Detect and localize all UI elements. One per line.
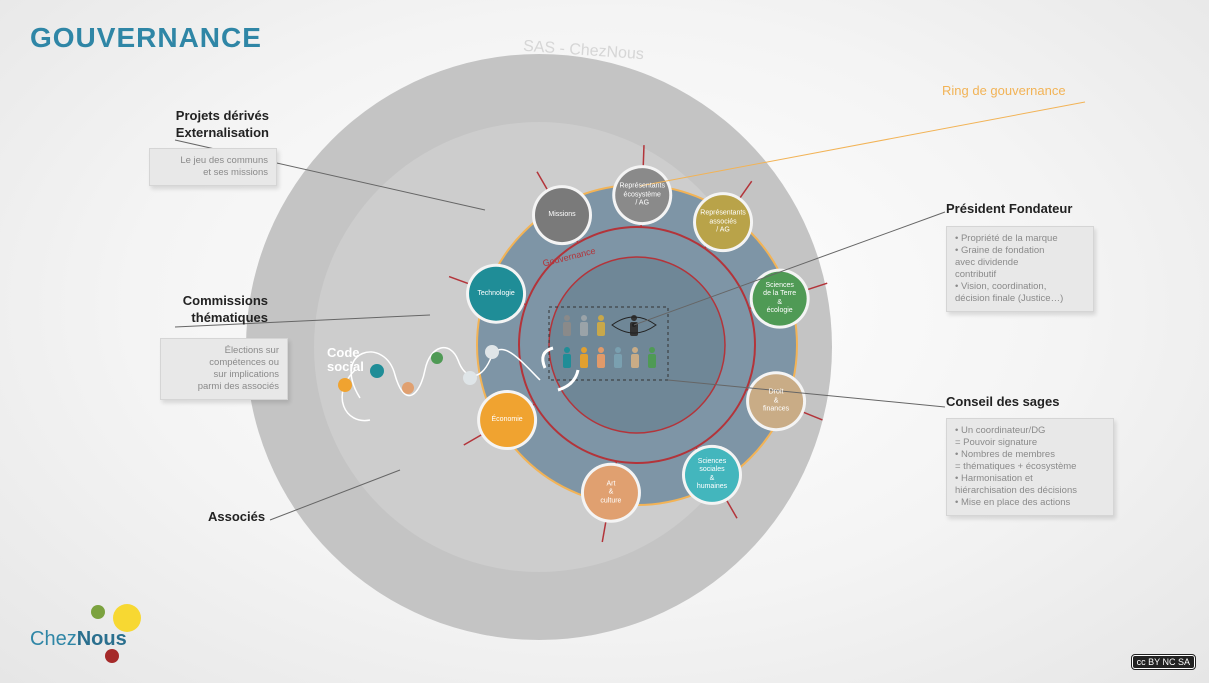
leader-ring [639, 101, 1086, 187]
president-title: Président Fondateur [946, 201, 1073, 216]
logo-text-suffix: Nous [76, 628, 127, 650]
node-droit-finances [749, 374, 804, 429]
node-label-line: Technologie [477, 289, 515, 297]
person-icon [563, 347, 571, 368]
node-missions [535, 188, 589, 243]
president-circle [548, 256, 726, 434]
node-label-line: Sciences [697, 457, 727, 465]
node-representants-associes [696, 195, 751, 250]
conseil-note: • Un coordinateur/DG = Pouvoir signature… [946, 418, 1114, 516]
person-icon [597, 315, 605, 336]
node-label-line: Représentants [619, 182, 665, 190]
code-social-tail [341, 369, 371, 422]
node-economie [480, 393, 535, 447]
projets-title: Projets dérivés Externalisation [175, 108, 269, 140]
person-icon [580, 315, 588, 336]
person-icon [580, 347, 588, 368]
node-representants-ecosysteme [615, 168, 670, 223]
node-label-line: Droit [768, 388, 784, 396]
node-label-line: humaines [696, 483, 728, 491]
code-social-label: Code social [327, 345, 364, 374]
node-label-line: Art [606, 479, 616, 487]
node-label-line: & [777, 298, 782, 306]
leader-commissions [174, 314, 431, 328]
conseil-title: Conseil des sages [946, 394, 1060, 409]
projets-note: Le jeu des communs et ses missions [149, 148, 277, 186]
commissions-title: Commissions thématiques [182, 293, 268, 325]
people-group [563, 315, 656, 368]
cycle-arrow [541, 346, 554, 369]
person-icon [631, 347, 639, 368]
node-technologie [469, 266, 524, 321]
nodes-group [466, 165, 810, 523]
person-icon [614, 347, 622, 368]
person-icon [648, 347, 656, 368]
code-social-icons [338, 345, 499, 394]
leader-associes [269, 469, 401, 521]
commissions-note: Élections sur compétences ou sur implica… [160, 338, 288, 400]
node-label-line: de la Terre [763, 290, 797, 298]
node-label-line: sociales [699, 466, 725, 474]
president-note: • Propriété de la marque • Graine de fon… [946, 226, 1094, 312]
node-label-technologie: Technologie [466, 289, 526, 298]
node-label-line: Représentants [700, 209, 746, 217]
page-title: GOUVERNANCE [30, 22, 262, 53]
logo: ChezNous [30, 600, 150, 670]
node-label-art-culture: Art&culture [581, 480, 641, 506]
node-sciences-terre [752, 271, 807, 326]
node-label-missions: Missions [532, 211, 592, 220]
leader-president [633, 211, 946, 326]
person-icon [563, 315, 571, 336]
associes-title: Associés [208, 509, 266, 524]
node-label-line: & [608, 488, 614, 496]
node-label-line: finances [763, 405, 790, 413]
license-badge: cc BY NC SA [1130, 654, 1197, 670]
leader-conseil [667, 379, 946, 408]
node-label-economie: Économie [477, 416, 537, 425]
node-label-line: / AG [716, 226, 730, 234]
cycle-arrow [557, 369, 580, 392]
node-label-line: Missions [548, 210, 576, 218]
ring-label: Ring de gouvernance [942, 83, 1066, 98]
node-label-line: culture [600, 496, 622, 504]
node-label-line: associés [709, 217, 737, 225]
node-art-culture [583, 465, 638, 520]
node-label-line: écologie [766, 307, 793, 315]
node-label-line: & [773, 396, 779, 404]
logo-icon [91, 604, 141, 663]
node-label-line: Sciences [765, 281, 794, 289]
node-label-droit-finances: Droit&finances [746, 388, 806, 414]
node-label-line: écosystème [623, 190, 661, 198]
logo-text-prefix: Chez [30, 628, 77, 650]
node-label-line: Économie [491, 415, 523, 423]
node-label-line: / AG [635, 199, 650, 207]
node-sciences-sociales [685, 447, 739, 502]
node-label-line: & [709, 474, 715, 482]
person-icon [597, 347, 605, 368]
